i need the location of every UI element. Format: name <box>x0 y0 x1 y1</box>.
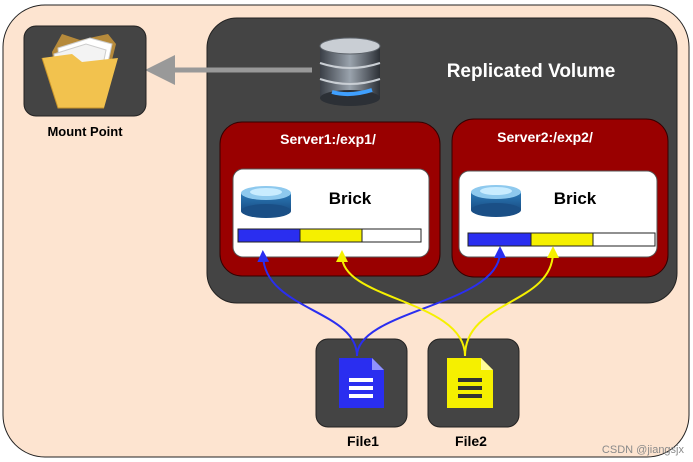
watermark: CSDN @jiangsjx <box>602 444 685 456</box>
brick-2-label: Brick <box>554 189 597 208</box>
brick-1-empty-segment <box>361 228 422 243</box>
server-2: Server2:/exp2/ Brick <box>451 118 669 278</box>
document-icon <box>447 358 493 408</box>
file-1-label: File1 <box>347 433 379 449</box>
brick-1-label: Brick <box>329 189 372 208</box>
file-2 <box>427 338 520 428</box>
server-2-label: Server2:/exp2/ <box>497 129 593 145</box>
file-1-to-brick-2-arrow <box>356 246 506 357</box>
disk-icon <box>241 186 291 218</box>
file-1 <box>315 338 408 428</box>
mount-point-label: Mount Point <box>47 124 123 139</box>
file-1-to-brick-1-arrow <box>257 250 358 357</box>
server-1-label: Server1:/exp1/ <box>280 131 376 147</box>
folder-icon <box>41 34 118 109</box>
file-2-to-brick-1-arrow <box>336 250 466 357</box>
disk-icon <box>471 185 521 217</box>
brick-2-blue-segment <box>467 232 532 247</box>
file-2-to-brick-2-arrow <box>464 246 559 357</box>
file-2-label: File2 <box>455 433 487 449</box>
document-icon <box>339 358 384 408</box>
server-1: Server1:/exp1/ Brick <box>219 121 441 277</box>
brick-2-empty-segment <box>592 232 656 247</box>
brick-1-blue-segment <box>237 228 301 243</box>
volume-title: Replicated Volume <box>447 61 616 82</box>
brick-2-yellow-segment <box>530 232 594 247</box>
database-icon <box>319 37 381 106</box>
brick-1-yellow-segment <box>299 228 363 243</box>
